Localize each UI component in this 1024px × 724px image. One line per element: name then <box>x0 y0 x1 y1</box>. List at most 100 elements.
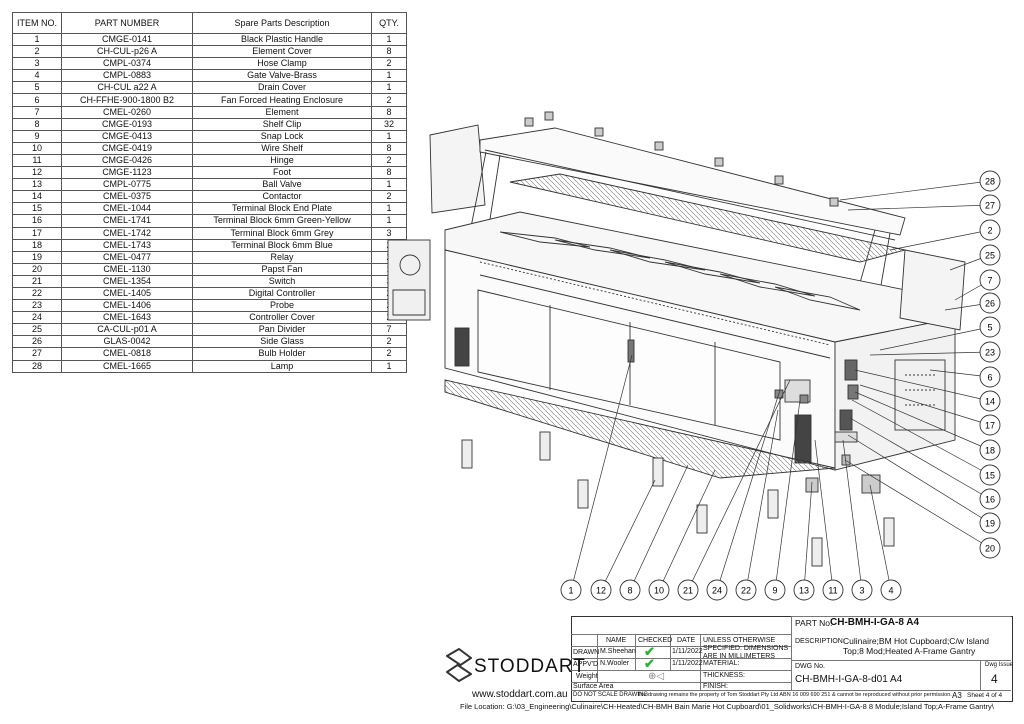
callout-number: 23 <box>985 348 995 358</box>
callout-leader <box>629 464 689 591</box>
callout-circle <box>560 579 582 601</box>
callout-leader <box>658 469 716 591</box>
callout-circle <box>979 341 1001 363</box>
callout-balloon: 25 <box>979 244 1001 266</box>
callout-balloon: 4 <box>880 579 902 601</box>
bom-qty: 1 <box>371 81 407 95</box>
callout-balloon: 2 <box>979 219 1001 241</box>
callout-number: 5 <box>987 323 992 333</box>
callout-balloon: 12 <box>590 579 612 601</box>
file-location: File Location: G:\03_Engineering\Culinai… <box>460 702 994 711</box>
callout-leader <box>847 204 991 211</box>
callout-balloon: 21 <box>677 579 699 601</box>
gantry-canopy <box>479 127 906 236</box>
callout-leader <box>889 229 991 251</box>
callout-leader <box>847 434 991 524</box>
callout-balloon: 16 <box>979 488 1001 510</box>
callout-number: 4 <box>888 586 893 596</box>
approved-label: APPV'D <box>573 661 599 668</box>
callout-leader <box>844 459 991 549</box>
callout-balloon: 19 <box>979 512 1001 534</box>
side-glass-right <box>899 249 966 331</box>
callout-number: 10 <box>654 586 664 596</box>
callout-number: 26 <box>985 299 995 309</box>
callout-number: 24 <box>712 586 722 596</box>
material-label: MATERIAL: <box>703 660 740 667</box>
approved-date: 1/11/2022 <box>672 660 703 667</box>
fan-enclosure-left <box>387 239 431 321</box>
dwg-issue-label: Dwg Issue <box>985 662 1014 668</box>
callout-number: 3 <box>859 586 864 596</box>
bom-header-row: ITEM NO. PART NUMBER Spare Parts Descrip… <box>12 12 407 34</box>
callout-number: 6 <box>987 373 992 383</box>
description-line-1: Culinaire;BM Hot Cupboard;C/w Island <box>843 636 989 646</box>
col-checked-header: CHECKED <box>638 637 673 644</box>
drawn-name: M.Sheehan <box>600 648 636 655</box>
callout-circle <box>979 537 1001 559</box>
callout-leader <box>842 439 863 591</box>
callout-number: 9 <box>772 586 777 596</box>
callout-circle <box>706 579 728 601</box>
callout-circle <box>979 414 1001 436</box>
callout-number: 12 <box>596 586 606 596</box>
callout-circle <box>979 269 1001 291</box>
do-not-scale-note: DO NOT SCALE DRAWING <box>573 692 649 698</box>
weight-label: Weight <box>576 673 598 680</box>
fan-circle <box>399 254 421 276</box>
callout-balloon: 5 <box>979 316 1001 338</box>
callout-leader <box>600 479 656 591</box>
callout-balloon: 8 <box>619 579 641 601</box>
callout-number: 2 <box>987 226 992 236</box>
callout-circle <box>979 194 1001 216</box>
shelf-clips <box>524 111 839 207</box>
callout-circle <box>979 292 1001 314</box>
callout-balloon: 28 <box>979 170 1001 192</box>
callout-balloon: 14 <box>979 390 1001 412</box>
callout-number: 22 <box>741 586 751 596</box>
callout-leader <box>854 391 991 451</box>
callout-number: 19 <box>985 519 995 529</box>
thickness-label: THICKNESS: <box>703 672 746 679</box>
callout-circle <box>590 579 612 601</box>
callout-number: 7 <box>987 276 992 286</box>
callout-balloon: 17 <box>979 414 1001 436</box>
callout-number: 8 <box>627 586 632 596</box>
callout-circle <box>822 579 844 601</box>
callout-circle <box>764 579 786 601</box>
feet <box>461 431 895 567</box>
callout-balloon: 9 <box>764 579 786 601</box>
callout-balloon: 1 <box>560 579 582 601</box>
dwg-no-label: DWG No. <box>795 663 825 670</box>
cabinet-doors <box>477 289 781 441</box>
callout-leader <box>716 389 781 591</box>
callout-circle <box>880 579 902 601</box>
col-name-header: NAME <box>606 637 627 644</box>
approved-name: N.Wooler <box>600 660 630 667</box>
callout-number: 1 <box>568 586 573 596</box>
tolerance-note: UNLESS OTHERWISE SPECIFIED: DIMENSIONS A… <box>703 637 789 660</box>
callout-circle <box>851 579 873 601</box>
bom-qty: 1 <box>371 214 407 228</box>
callout-circle <box>793 579 815 601</box>
website-link[interactable]: www.stoddart.com.au <box>472 689 568 700</box>
dwg-no-value: CH-BMH-I-GA-8-d01 A4 <box>795 674 903 685</box>
callout-circle <box>648 579 670 601</box>
callout-number: 13 <box>799 586 809 596</box>
callout-circle <box>979 488 1001 510</box>
callout-circle <box>979 219 1001 241</box>
callout-leader <box>854 369 991 402</box>
gate-valve <box>861 474 881 494</box>
callout-number: 14 <box>985 397 995 407</box>
callout-number: 20 <box>985 544 995 554</box>
callout-number: 11 <box>828 586 837 596</box>
brand-name: STODDART <box>474 656 586 677</box>
callout-leader <box>869 484 892 591</box>
callout-leader <box>803 481 813 591</box>
